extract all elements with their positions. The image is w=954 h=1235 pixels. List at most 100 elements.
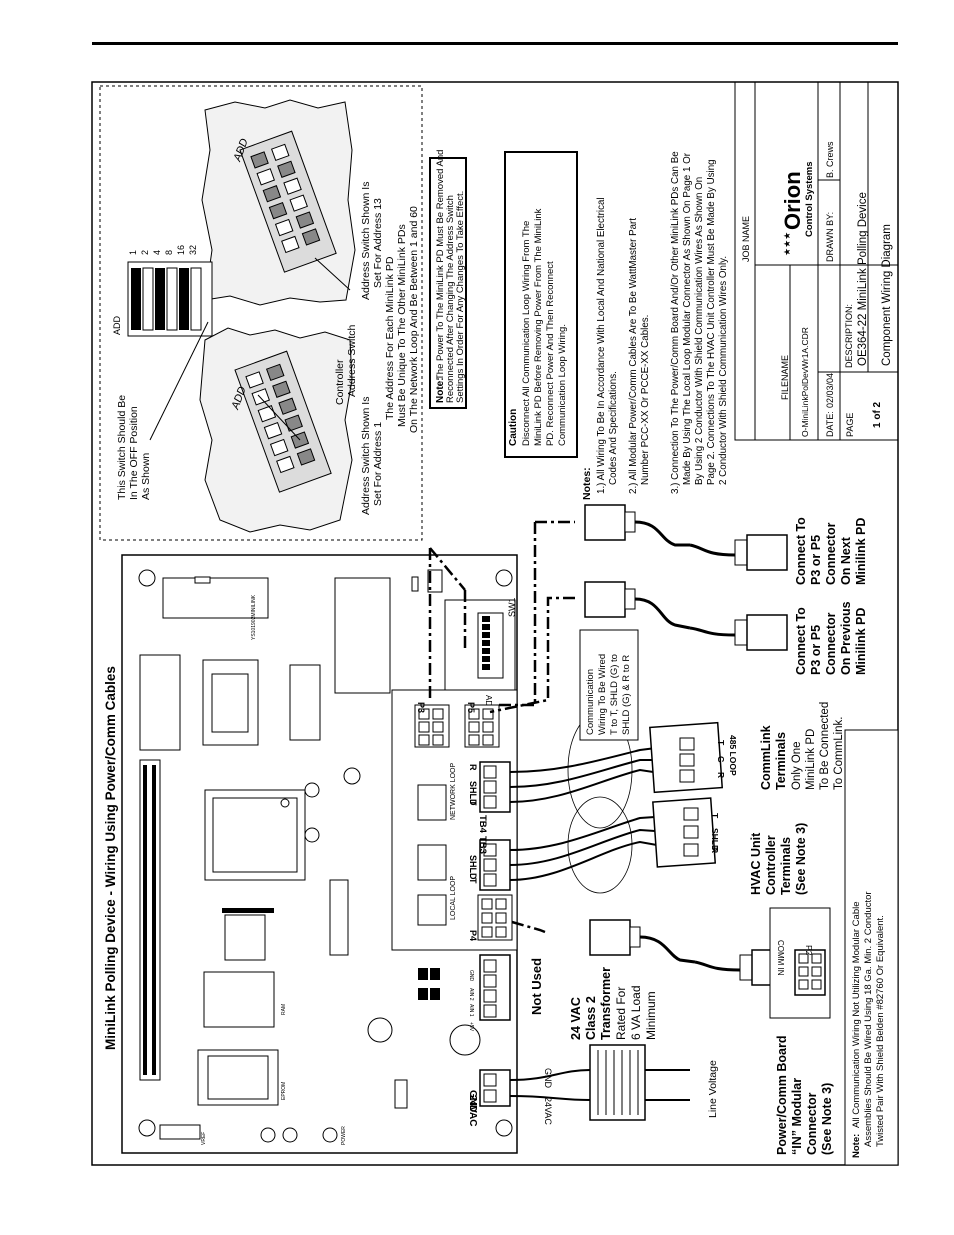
commlink-label: CommLink Terminals Only One MiniLink PD …	[759, 702, 845, 790]
svg-text:1.) All Wiring To Be In Accord: 1.) All Wiring To Be In Accordance With …	[596, 197, 607, 494]
svg-text:All Communication Wiring Not U: All Communication Wiring Not Utilizing M…	[851, 902, 862, 1129]
svg-text:LOCAL LOOP: LOCAL LOOP	[450, 876, 457, 920]
p3-p5-connectors: P3 P5	[414, 702, 500, 748]
svg-text:RAM: RAM	[281, 1004, 287, 1015]
svg-text:8: 8	[164, 250, 174, 255]
svg-text:T: T	[468, 800, 478, 806]
svg-text:In The OFF Position: In The OFF Position	[128, 406, 140, 500]
svg-text:P3 or P5: P3 or P5	[809, 535, 823, 585]
svg-text:T: T	[468, 878, 478, 884]
circuit-board: SW1 ADD YS101902MINILINK EPROM RAM POWER…	[121, 554, 518, 1154]
page-label: PAGE	[845, 413, 855, 437]
tb1-power-terminal: GND 24VAC	[467, 1069, 511, 1127]
drawn-by-label: DRAWN BY:	[825, 212, 835, 262]
tb4-network-loop-terminal: TB4 T SHLD R	[468, 761, 511, 834]
analog-input-terminal	[479, 954, 511, 1021]
page-value: 1 of 2	[872, 401, 883, 428]
svg-text:MiniLink PD Before Removing Po: MiniLink PD Before Removing Power From T…	[533, 208, 544, 446]
svg-text:3.) Connection To The Power/Co: 3.) Connection To The Power/Comm Board A…	[670, 151, 681, 494]
svg-text:P3: P3	[416, 702, 426, 713]
svg-text:Reconnected After Changing The: Reconnected After Changing The Address S…	[445, 195, 456, 403]
address-switch-legend: ADD 1 2 4 8 16 32	[112, 245, 213, 337]
svg-text:TB3: TB3	[477, 836, 488, 854]
svg-text:T: T	[710, 813, 720, 819]
svg-text:Communication Loop Wiring.: Communication Loop Wiring.	[557, 324, 568, 446]
svg-text:SHLD: SHLD	[710, 828, 720, 851]
svg-text:★★★: ★★★	[782, 232, 792, 256]
power-comm-board-label: Power/Comm Board “IN” Modular Connector …	[775, 1036, 834, 1155]
svg-text:Set For Address 1: Set For Address 1	[372, 422, 384, 506]
svg-text:EPROM: EPROM	[281, 1082, 287, 1100]
transformer	[589, 1044, 646, 1121]
svg-text:32: 32	[188, 245, 198, 255]
svg-text:GND: GND	[467, 1090, 478, 1112]
svg-text:GND: GND	[468, 970, 474, 982]
svg-text:Control Systems: Control Systems	[804, 162, 815, 238]
svg-text:Class 2: Class 2	[584, 996, 598, 1040]
description-line1: OE364-22 MiniLink Polling Device	[857, 192, 869, 366]
svg-text:HVAC Unit: HVAC Unit	[749, 832, 763, 895]
not-used-label: Not Used	[529, 958, 544, 1015]
svg-text:Communication: Communication	[585, 669, 596, 735]
caution-box: Caution Disconnect All Communication Loo…	[504, 151, 578, 458]
modular-cable-next	[584, 504, 788, 571]
transformer-label: 24 VAC Class 2 Transformer Rated For 6 V…	[569, 967, 658, 1040]
connect-next-label: Connect To P3 or P5 Connector On Next Mi…	[794, 517, 868, 585]
svg-text:T to T, SHLD (G) to: T to T, SHLD (G) to	[609, 654, 620, 735]
svg-text:AIN 2: AIN 2	[468, 988, 474, 1001]
svg-text:Codes And Specifications.: Codes And Specifications.	[608, 371, 619, 485]
svg-text:Minilink PD: Minilink PD	[854, 518, 868, 585]
drawing-frame	[91, 81, 899, 1166]
modular-cable-power-comm	[589, 919, 793, 986]
svg-text:P2: P2	[804, 945, 814, 956]
svg-text:485 LOOP: 485 LOOP	[728, 735, 738, 776]
svg-text:P3 or P5: P3 or P5	[809, 625, 823, 675]
svg-text:TB4: TB4	[477, 815, 488, 834]
svg-text:24VAC: 24VAC	[467, 1095, 478, 1127]
svg-text:YS101902MINILINK: YS101902MINILINK	[251, 594, 257, 640]
svg-text:6 VA Load: 6 VA Load	[629, 986, 643, 1041]
description-line2: Component Wiring Diagram	[881, 224, 893, 366]
svg-text:Orion: Orion	[780, 171, 805, 230]
svg-text:Only One: Only One	[791, 741, 803, 790]
hvac-label: HVAC Unit Controller Terminals (See Note…	[749, 823, 808, 895]
svg-text:Rated For: Rated For	[614, 987, 628, 1040]
svg-text:R: R	[710, 847, 720, 853]
svg-text:SW1: SW1	[507, 597, 517, 617]
svg-text:Disconnect All Communication L: Disconnect All Communication Loop Wiring…	[521, 221, 532, 446]
svg-text:To Be Connected: To Be Connected	[819, 702, 831, 790]
svg-text:+5V: +5V	[468, 1022, 474, 1032]
svg-text:On Next: On Next	[839, 536, 853, 585]
modular-cable-previous	[584, 581, 788, 651]
svg-text:Made By Using The Local Loop M: Made By Using The Local Loop Modular Con…	[682, 152, 693, 485]
svg-text:On Previous: On Previous	[839, 601, 853, 675]
comm-wiring-callout: Communication Wiring To Be Wired T to T,…	[579, 629, 639, 741]
top-rule	[92, 42, 898, 45]
svg-text:G: G	[716, 756, 726, 763]
svg-text:Power/Comm Board: Power/Comm Board	[775, 1036, 789, 1155]
svg-text:POWER: POWER	[341, 1126, 347, 1145]
svg-text:P5: P5	[466, 702, 476, 713]
svg-text:Address Switch Shown Is: Address Switch Shown Is	[360, 182, 372, 300]
hvac-terminal-block: T SHLD R	[652, 797, 720, 868]
svg-text:By Using 2 Conductor With Shie: By Using 2 Conductor With Shield Communi…	[694, 177, 705, 485]
p4-connector: P4	[468, 894, 513, 941]
svg-text:COMM IN: COMM IN	[776, 940, 785, 976]
svg-text:Connector: Connector	[805, 1092, 819, 1155]
svg-text:1: 1	[128, 250, 138, 255]
svg-text:Transformer: Transformer	[599, 967, 613, 1040]
svg-text:T: T	[716, 740, 726, 746]
svg-text:2.) All Modular Power/Comm Cab: 2.) All Modular Power/Comm Cables Are To…	[628, 218, 639, 494]
svg-text:“IN” Modular: “IN” Modular	[790, 1078, 804, 1155]
svg-text:Wiring To Be Wired: Wiring To Be Wired	[597, 654, 608, 735]
svg-text:Controller: Controller	[334, 359, 346, 405]
svg-text:24VAC: 24VAC	[543, 1097, 553, 1125]
date-label: DATE:	[825, 411, 835, 437]
svg-text:24 VAC: 24 VAC	[569, 997, 583, 1040]
svg-text:This Switch Should Be: This Switch Should Be	[116, 395, 128, 500]
description-label: DESCRIPTION:	[844, 304, 854, 368]
svg-text:Assemblies Should Be Wired Usi: Assemblies Should Be Wired Using 18 Ga. …	[863, 891, 874, 1147]
svg-text:Terminals: Terminals	[774, 732, 788, 790]
svg-text:Connect To: Connect To	[794, 607, 808, 675]
svg-text:Set For Address 13: Set For Address 13	[372, 198, 384, 288]
